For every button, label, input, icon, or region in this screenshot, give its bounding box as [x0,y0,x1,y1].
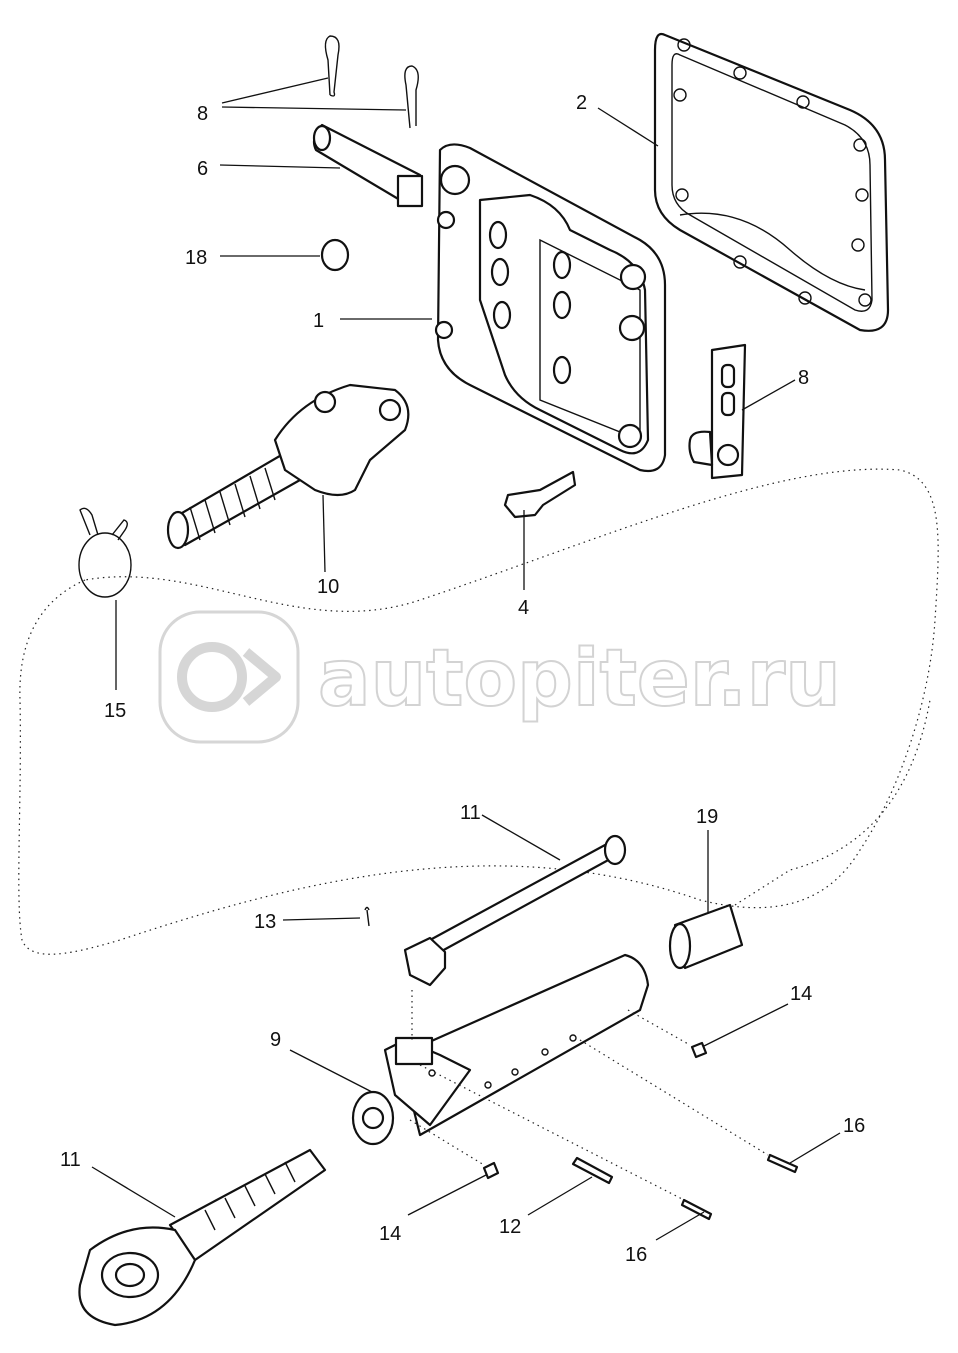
part-1-housing [434,143,667,473]
part-2-gasket [653,32,890,332]
part-19-sleeve [668,903,744,970]
watermark-text: autopiter.ru [318,634,841,724]
callout-10: 11 [60,1149,81,1171]
callout-16-right: 16 [843,1115,865,1137]
callout-19: 19 [696,806,718,828]
part-4-pin [312,123,424,208]
callout-15: 15 [104,700,126,722]
part-6-plate [688,343,747,480]
part-8-tube [351,953,650,1146]
part-13-pin [364,906,370,927]
part-9-upper-link [166,383,410,550]
part-16-pin-right [766,1153,799,1174]
callout-2: 2 [576,92,587,114]
callout-14-upper: 14 [790,983,812,1005]
callout-11: 11 [460,802,481,824]
callout-16-lower: 16 [625,1244,647,1266]
callout-8: 9 [270,1029,281,1051]
part-3-bolt [503,470,577,519]
callout-5: 8 [197,103,208,125]
part-12-pin [571,1156,614,1185]
part-18-bushing [320,238,350,272]
part-10-lower-link [78,1148,327,1327]
callout-18: 18 [185,247,207,269]
part-14-fitting-upper [690,1041,708,1059]
callout-13: 13 [254,911,276,933]
callout-4: 6 [197,158,208,180]
watermark-logo: autopiter.ru [158,610,842,744]
part-14-fitting-lower [482,1161,500,1180]
callout-12: 12 [499,1216,521,1238]
part-16-pin-lower [680,1198,713,1221]
part-11-rod [403,834,627,987]
callout-14-lower: 14 [379,1223,401,1245]
part-15-spring-clip [78,507,132,598]
callout-9: 10 [317,576,339,598]
callout-3: 4 [518,597,529,619]
alignment-lines [409,699,931,1201]
callout-1: 1 [313,310,324,332]
callout-labels: 8 6 18 1 2 8 4 10 15 11 19 13 9 14 16 11… [60,92,865,1266]
part-5-clips [324,35,419,129]
leader-lines [91,77,841,1241]
callout-6: 8 [798,367,809,389]
